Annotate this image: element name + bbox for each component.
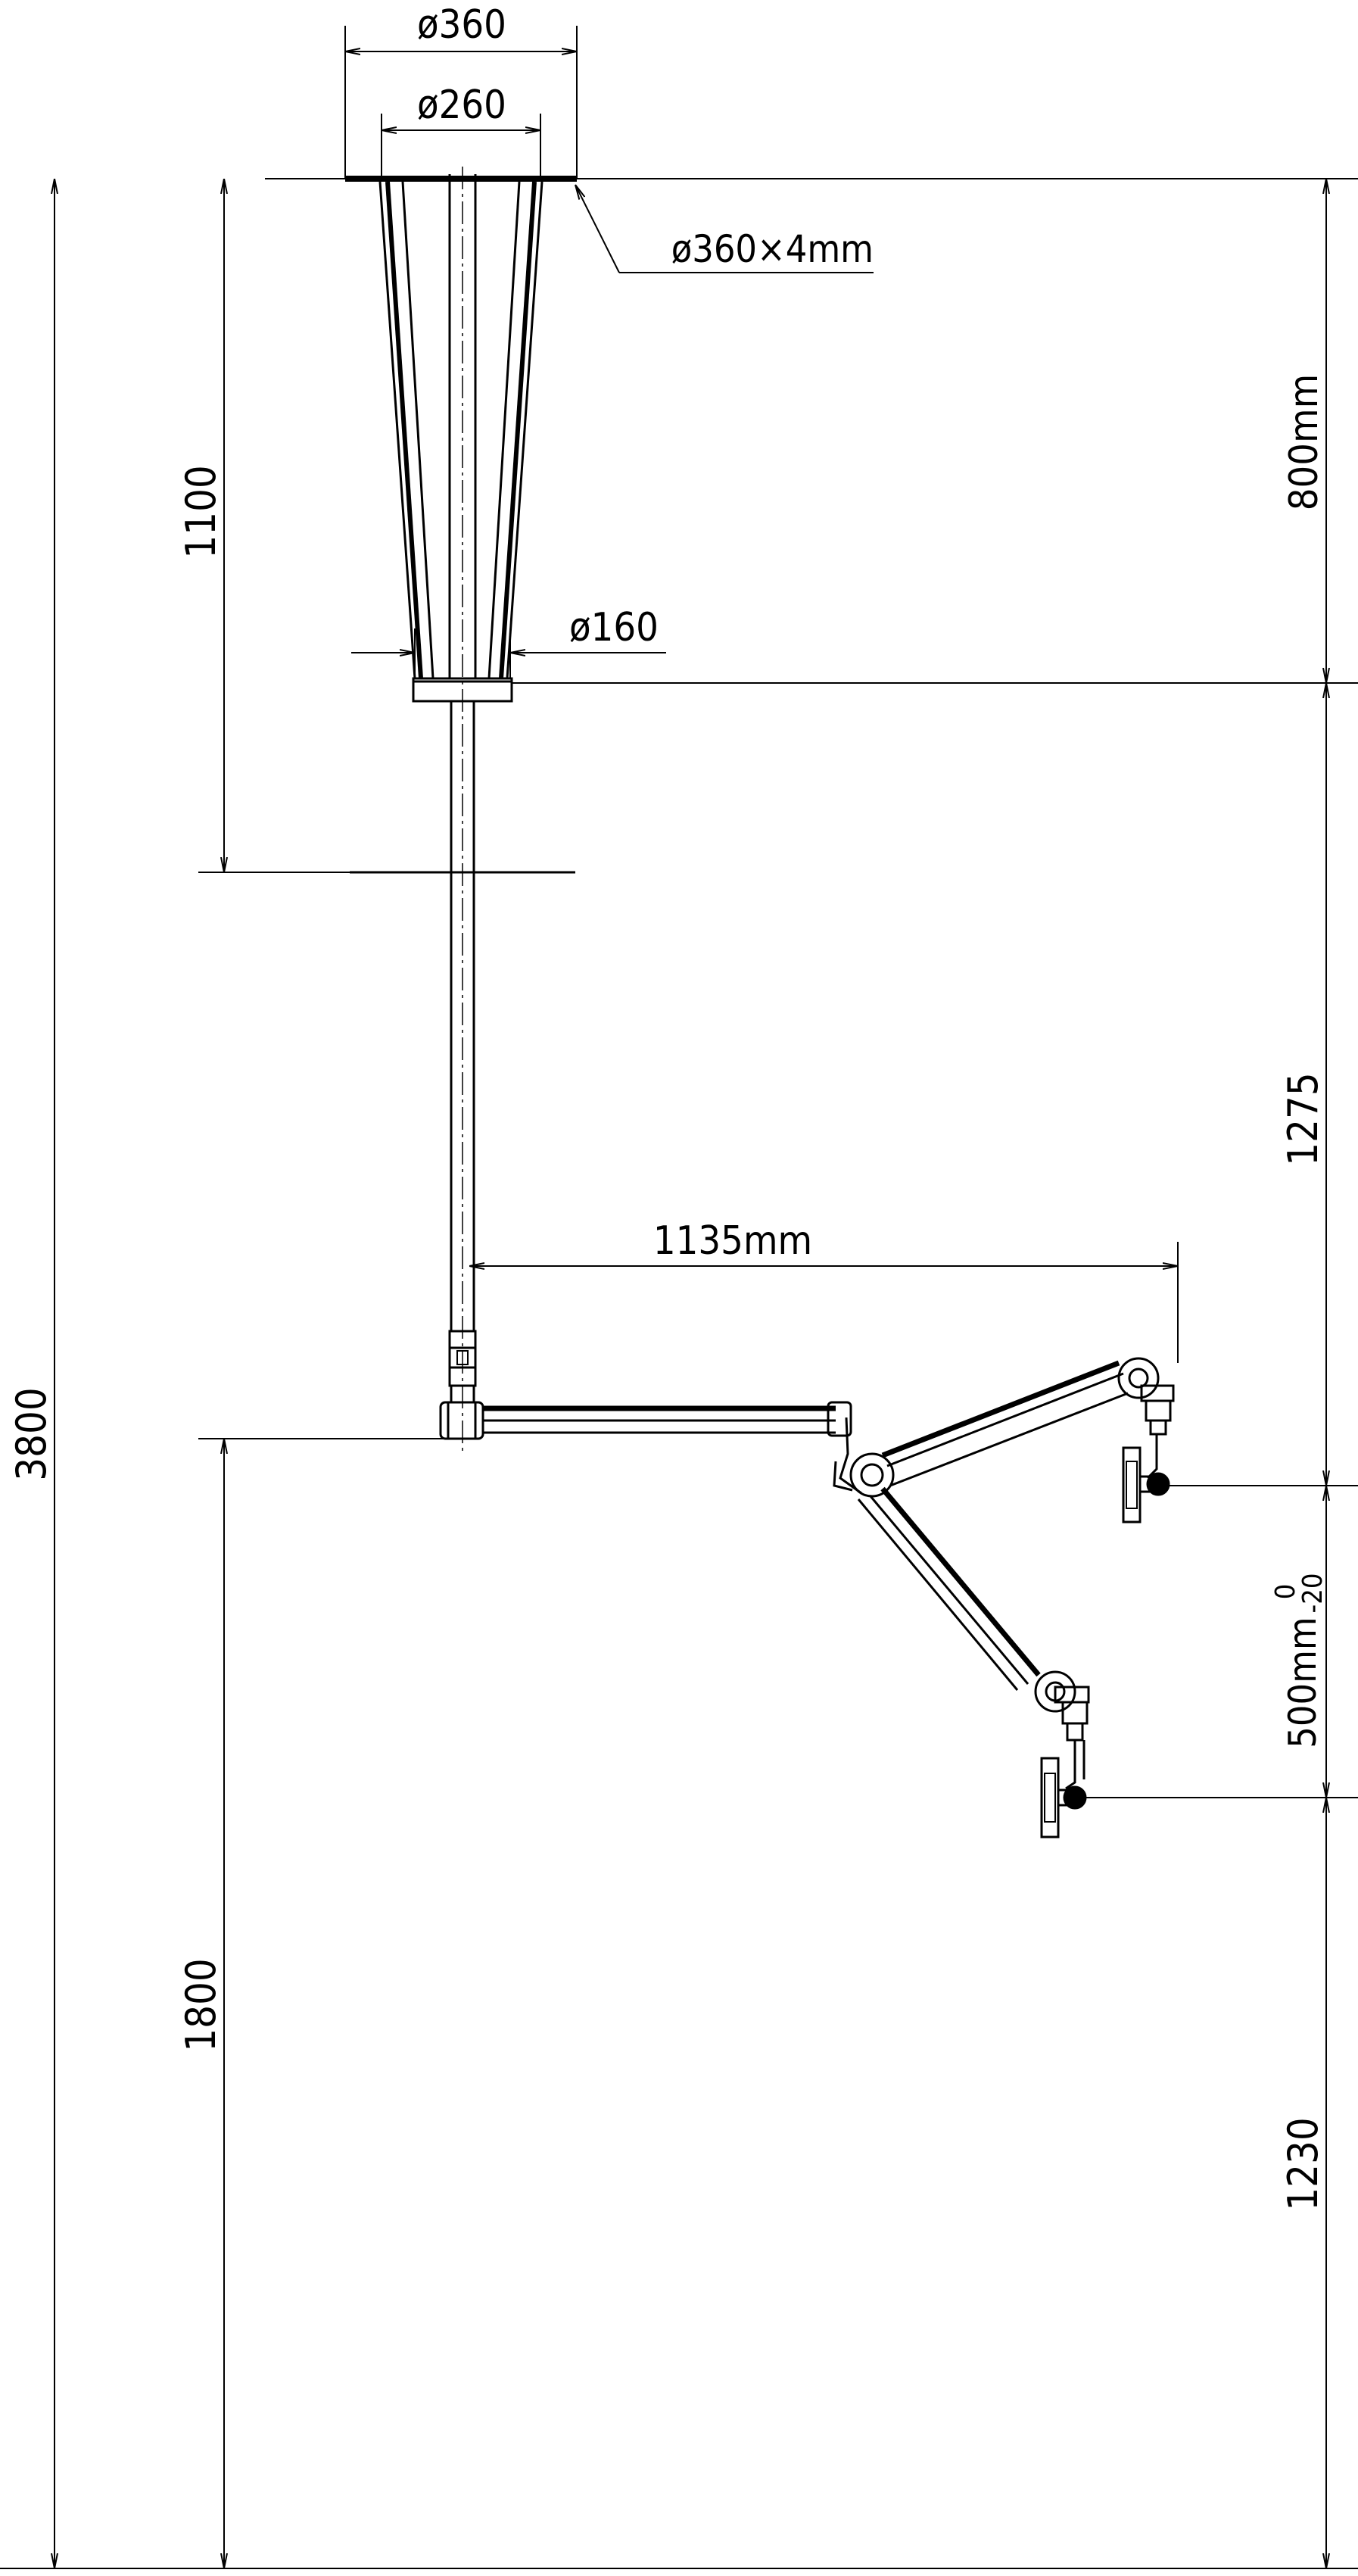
dim-right-adjust-tol-lower: -20 [1297,1573,1328,1614]
dim-top-inner: ø260 [417,83,506,128]
dim-left-upper: 1100 [177,465,225,559]
arm-pivot-hub [833,1452,895,1498]
dim-total: 3800 [8,1387,55,1481]
dim-right-bottom: 1230 [1279,2117,1327,2211]
dim-arm-reach: 1135mm [653,1218,812,1264]
collar-flange [412,677,513,703]
ceiling-mount [345,174,577,679]
dim-collar: ø160 [569,605,659,650]
dim-top-outer: ø360 [417,2,506,48]
dim-right-mid: 1275 [1279,1072,1327,1166]
upper-monitor [1122,1446,1170,1523]
lower-spring-arm [857,1486,1090,1790]
vertical-column [350,701,575,1402]
dim-left-lower: 1800 [177,1958,225,2052]
dim-plate: ø360×4mm [671,227,874,271]
horizontal-arm [483,1401,862,1495]
dimension-lines [0,26,1358,2569]
dim-right-adjust: 500mm [1281,1617,1325,1748]
column-elbow [439,1401,484,1440]
dim-right-adjust-tol-upper: 0 [1270,1584,1301,1600]
upper-spring-arm [881,1357,1175,1487]
dim-right-top: 800mm [1282,374,1327,510]
